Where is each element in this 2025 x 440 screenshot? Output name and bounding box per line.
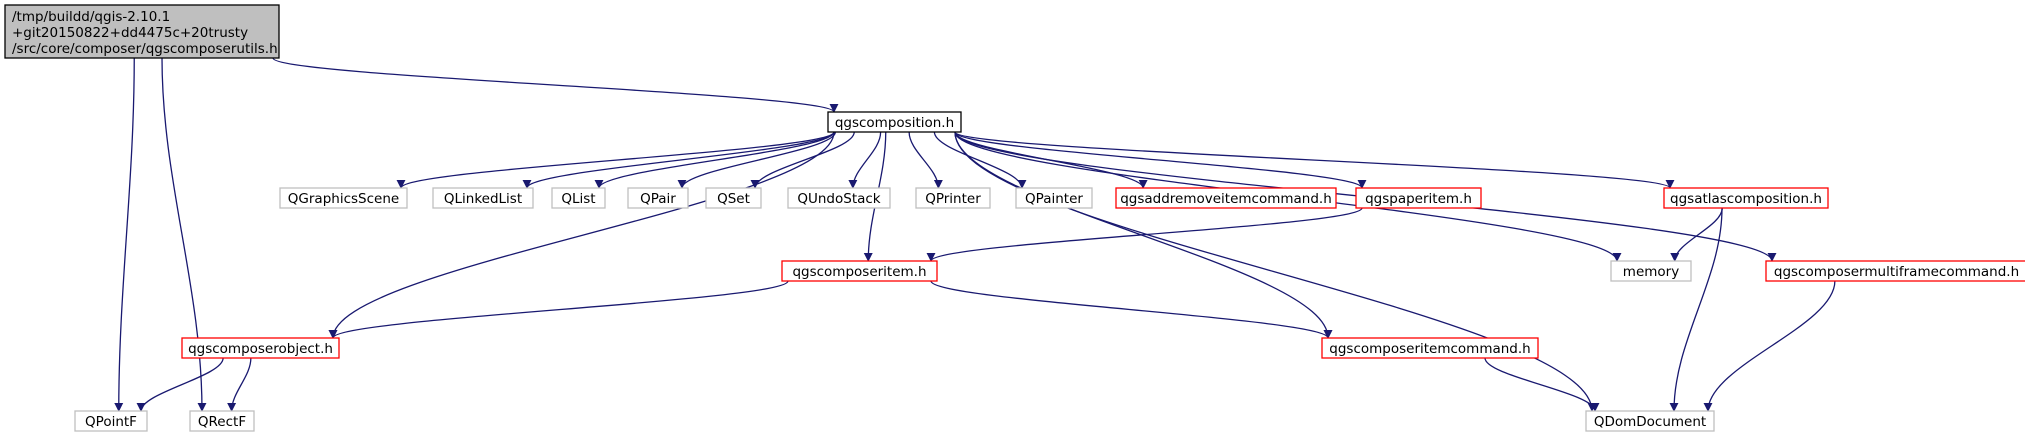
node-label: QUndoStack — [797, 191, 880, 207]
node-label: QGraphicsScene — [288, 191, 399, 207]
edge-composition-to-qlist — [594, 131, 835, 189]
edge-composition-to-qpainter — [933, 131, 1027, 189]
node-box — [1765, 260, 2025, 282]
node-qlist[interactable]: QList — [551, 187, 606, 209]
node-addremove[interactable]: qgsaddremoveitemcommand.h — [1115, 187, 1337, 209]
node-label: QLinkedList — [444, 191, 522, 207]
node-atlas[interactable]: qgsatlascomposition.h — [1663, 187, 1829, 209]
node-box — [787, 187, 891, 209]
node-label: QRectF — [198, 414, 246, 430]
edge-atlas-to-qdomdocument — [1669, 207, 1723, 412]
node-box — [551, 187, 606, 209]
node-box — [74, 410, 148, 432]
root-node-line-3: /src/core/composer/qgscomposerutils.h — [12, 41, 278, 57]
node-box — [432, 187, 534, 209]
node-label: QList — [561, 191, 595, 207]
node-box — [1585, 410, 1715, 432]
edge-multiframecmd-to-qdomdocument — [1703, 280, 1836, 412]
node-qset[interactable]: QSet — [705, 187, 762, 209]
node-box — [781, 260, 938, 282]
node-qpainter[interactable]: QPainter — [1015, 187, 1093, 209]
node-label: QDomDocument — [1594, 414, 1706, 430]
edge-itemcommand-to-qdomdocument — [1484, 357, 1600, 412]
node-composeritem[interactable]: qgscomposeritem.h — [781, 260, 938, 282]
node-box — [189, 410, 255, 432]
edge-composition-to-paperitem — [954, 131, 1367, 189]
edge-composition-to-qdomdocument — [954, 131, 1597, 412]
node-qgraphicsscene[interactable]: QGraphicsScene — [279, 187, 408, 209]
node-itemcommand[interactable]: qgscomposeritemcommand.h — [1321, 337, 1539, 359]
node-qrectf[interactable]: QRectF — [189, 410, 255, 432]
node-box — [1610, 260, 1692, 282]
node-qpair[interactable]: QPair — [627, 187, 689, 209]
node-qlinkedlist[interactable]: QLinkedList — [432, 187, 534, 209]
edge-composition-to-qgraphicsscene — [396, 131, 835, 189]
node-label: QPainter — [1025, 191, 1083, 207]
edge-root-to-composition — [272, 57, 839, 113]
node-memory[interactable]: memory — [1610, 260, 1692, 282]
node-composerobject[interactable]: qgscomposerobject.h — [181, 337, 340, 359]
node-label: qgscomposermultiframecommand.h — [1774, 264, 2019, 280]
dependency-edges — [114, 57, 1836, 412]
node-label: qgscomposeritem.h — [792, 264, 926, 280]
node-qdomdocument[interactable]: QDomDocument — [1585, 410, 1715, 432]
node-label: qgscomposition.h — [835, 115, 954, 131]
edge-composerobject-to-qpointf — [136, 357, 224, 412]
node-composition[interactable]: qgscomposition.h — [827, 111, 962, 133]
edge-atlas-to-memory — [1670, 207, 1723, 262]
edge-root-to-qrectf — [161, 57, 207, 412]
node-label: qgspaperitem.h — [1365, 191, 1472, 207]
node-box — [1355, 187, 1482, 209]
node-label: qgsatlascomposition.h — [1670, 191, 1822, 207]
node-box — [279, 187, 408, 209]
root-node-box — [4, 4, 280, 59]
node-multiframecmd[interactable]: qgscomposermultiframecommand.h — [1765, 260, 2025, 282]
node-label: qgscomposeritemcommand.h — [1329, 341, 1530, 357]
node-label: qgscomposerobject.h — [188, 341, 333, 357]
node-label: QPointF — [85, 414, 137, 430]
node-label: memory — [1623, 264, 1679, 280]
node-box — [915, 187, 991, 209]
node-qprinter[interactable]: QPrinter — [915, 187, 991, 209]
node-label: QPrinter — [925, 191, 981, 207]
root-node: /tmp/buildd/qgis-2.10.1 +git20150822+dd4… — [4, 4, 280, 59]
node-paperitem[interactable]: qgspaperitem.h — [1355, 187, 1482, 209]
dependency-nodes: /tmp/buildd/qgis-2.10.1 +git20150822+dd4… — [4, 4, 2025, 432]
node-qundostack[interactable]: QUndoStack — [787, 187, 891, 209]
node-label: QPair — [640, 191, 676, 207]
edge-paperitem-to-composeritem — [926, 207, 1363, 262]
edge-composeritem-to-composerobject — [328, 280, 789, 339]
root-node-line-1: /tmp/buildd/qgis-2.10.1 — [12, 9, 170, 25]
node-box — [1321, 337, 1539, 359]
root-node-line-2: +git20150822+dd4475c+20trusty — [12, 25, 248, 41]
node-box — [1115, 187, 1337, 209]
node-qpointf[interactable]: QPointF — [74, 410, 148, 432]
edge-composeritem-to-itemcommand — [930, 280, 1333, 339]
node-label: qgsaddremoveitemcommand.h — [1120, 191, 1332, 207]
edge-composition-to-qset — [750, 131, 855, 189]
edge-composerobject-to-qrectf — [227, 357, 252, 412]
node-label: QSet — [717, 191, 750, 207]
node-box — [705, 187, 762, 209]
edge-composition-to-qpair — [677, 131, 837, 189]
node-box — [827, 111, 962, 133]
node-box — [1015, 187, 1093, 209]
edge-composition-to-qlinkedlist — [522, 131, 835, 189]
edge-composition-to-qundostack — [848, 131, 882, 189]
edge-composition-to-atlas — [954, 131, 1675, 189]
node-box — [627, 187, 689, 209]
edge-root-to-qpointf — [114, 57, 135, 412]
node-box — [1663, 187, 1829, 209]
edge-composition-to-composerobject — [328, 131, 835, 339]
node-box — [181, 337, 340, 359]
edge-composition-to-qprinter — [908, 131, 943, 189]
